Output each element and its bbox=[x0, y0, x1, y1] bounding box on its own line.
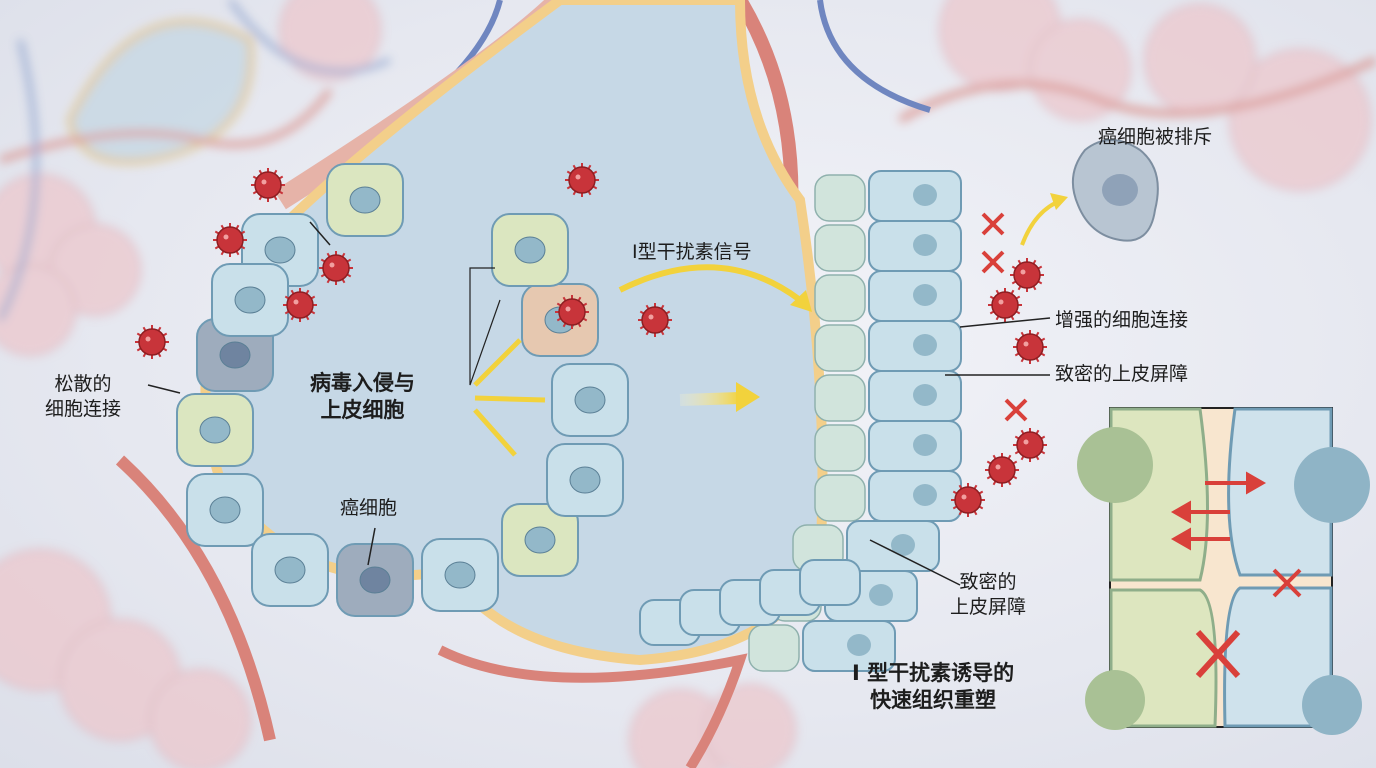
epithelial-cells bbox=[176, 163, 962, 672]
blocked-x-icon bbox=[1004, 398, 1028, 422]
ifn-signal-arrow bbox=[618, 264, 802, 303]
epithelial-cell bbox=[421, 538, 499, 612]
arrows bbox=[147, 193, 1068, 586]
cancer-cell bbox=[336, 543, 414, 617]
epithelial-cell bbox=[326, 163, 404, 237]
epithelial-cell bbox=[551, 363, 629, 437]
virus-icon bbox=[251, 168, 285, 202]
virus-icon bbox=[985, 453, 1019, 487]
virus-icon bbox=[135, 325, 169, 359]
barrier-cell bbox=[814, 470, 962, 522]
barrier-cell bbox=[814, 320, 962, 372]
virus-icon bbox=[565, 163, 599, 197]
label-loose-junctions: 松散的细胞连接 bbox=[45, 373, 122, 420]
label-enhanced-junctions: 增强的细胞连接 bbox=[1055, 309, 1189, 331]
virus-icon bbox=[638, 303, 672, 337]
remodel-arrow bbox=[679, 392, 741, 406]
virus-icon bbox=[1010, 258, 1044, 292]
blocked-x-icon bbox=[981, 250, 1005, 274]
virus-icon bbox=[988, 288, 1022, 322]
barrier-cell bbox=[814, 220, 962, 272]
epithelial-cell bbox=[251, 533, 329, 607]
virus-icon bbox=[283, 288, 317, 322]
barrier-cell bbox=[799, 559, 861, 606]
epithelial-cell bbox=[501, 503, 579, 577]
viruses bbox=[135, 163, 1047, 517]
virus-icon bbox=[213, 223, 247, 257]
label-cancer-rejected: 癌细胞被排斥 bbox=[1098, 126, 1213, 148]
epithelial-cell bbox=[186, 473, 264, 547]
barrier-cell bbox=[814, 170, 962, 222]
label-virus-invasion: 病毒入侵与上皮细胞 bbox=[310, 371, 415, 422]
virus-icon bbox=[951, 483, 985, 517]
barrier-cell bbox=[748, 620, 896, 672]
virus-icon bbox=[1013, 428, 1047, 462]
virus-icon bbox=[319, 251, 353, 285]
label-tight-barrier-bottom: 致密的上皮屏障 bbox=[950, 571, 1027, 618]
label-remodeling: I 型干扰素诱导的快速组织重塑 bbox=[852, 661, 1015, 712]
junction-inset bbox=[1077, 407, 1370, 735]
epithelial-cell bbox=[491, 213, 569, 287]
label-ifn-signal: I型干扰素信号 bbox=[632, 241, 752, 263]
label-cancer-cell: 癌细胞 bbox=[340, 497, 398, 519]
barrier-cell bbox=[814, 370, 962, 422]
virus-icon bbox=[1013, 330, 1047, 364]
virus-icon bbox=[555, 295, 589, 329]
blocked-virus-marks bbox=[981, 212, 1028, 422]
blocked-x-icon bbox=[981, 212, 1005, 236]
epithelial-cell bbox=[176, 393, 254, 467]
epithelial-cell bbox=[546, 443, 624, 517]
label-tight-barrier: 致密的上皮屏障 bbox=[1055, 363, 1189, 385]
barrier-cell bbox=[814, 270, 962, 322]
barrier-cell bbox=[814, 420, 962, 472]
epithelial-cell bbox=[211, 263, 289, 337]
